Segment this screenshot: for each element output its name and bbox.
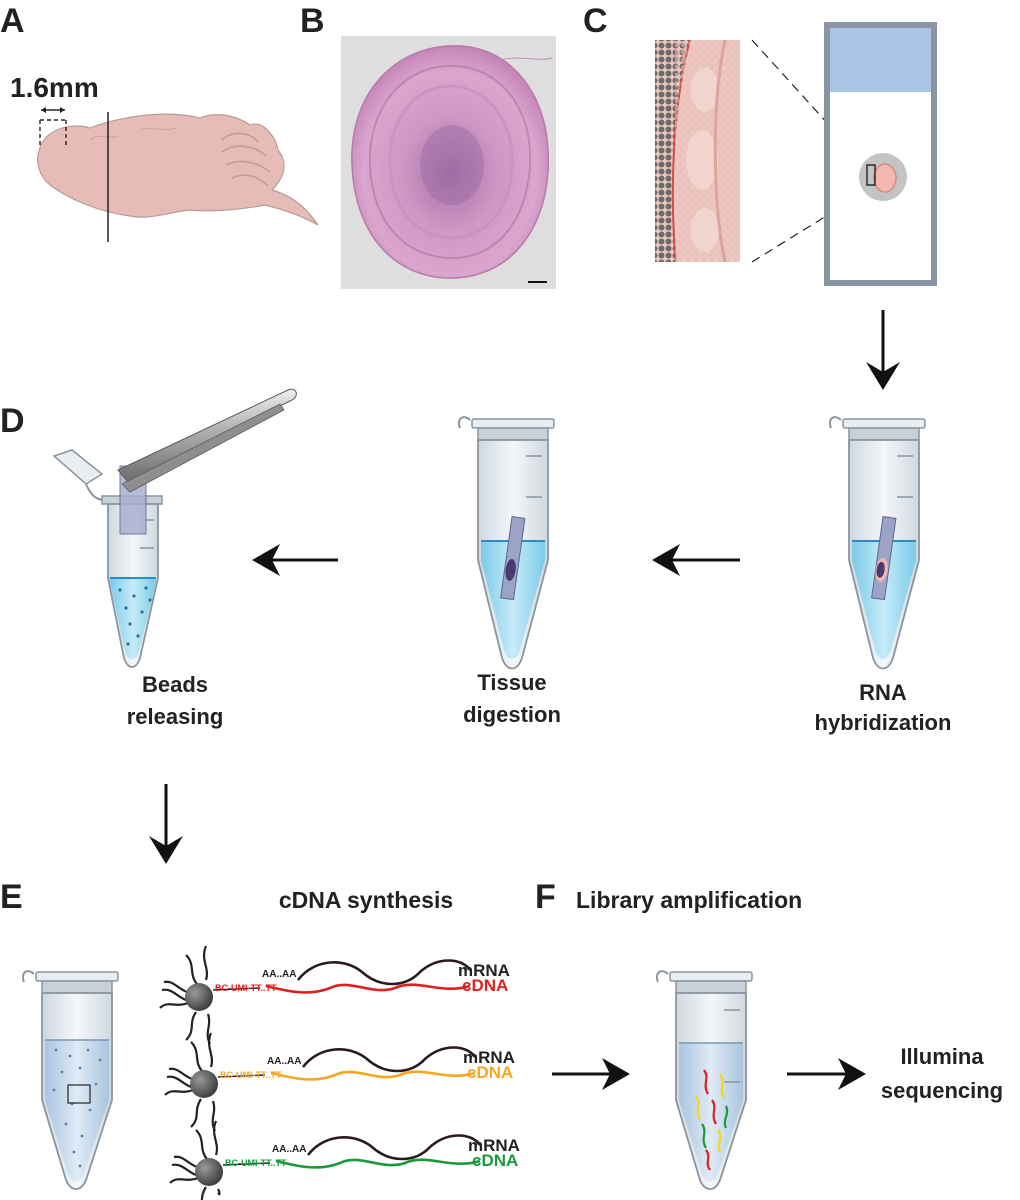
arrow-left-rna-to-tissue xyxy=(652,544,740,576)
arrow-down-d xyxy=(149,784,183,864)
barcode-label: BC-UMI-TT..TT xyxy=(225,1158,287,1168)
polya-label: AA..AA xyxy=(272,1144,306,1155)
mrna-strand xyxy=(296,959,472,986)
arrow-right-e-to-f xyxy=(552,1058,630,1090)
header-cdna-synthesis: cDNA synthesis xyxy=(279,887,453,913)
barcode-label: BC-UMI-TT..TT xyxy=(220,1070,282,1080)
mrna-label: mRNA xyxy=(463,1048,515,1067)
forceps xyxy=(117,388,297,493)
mrna-label: mRNA xyxy=(468,1136,520,1155)
cdna-strand xyxy=(270,1070,476,1081)
bead-array-zoom xyxy=(655,39,740,263)
mrna-label: mRNA xyxy=(458,961,510,980)
tube-cdna-synthesis xyxy=(22,970,119,1190)
tube-beads-releasing xyxy=(52,449,163,668)
cdna-label: cDNA xyxy=(462,976,508,995)
mrna-strand xyxy=(306,1134,482,1161)
step-beads-line2: releasing xyxy=(127,704,224,729)
brain-sagittal-diagram xyxy=(37,107,319,242)
panel-label-e: E xyxy=(0,878,23,916)
panel-label-a: A xyxy=(0,2,25,40)
sequencing-line1: Illumina xyxy=(900,1044,984,1069)
panel-label-c: C xyxy=(583,2,608,40)
polya-label: AA..AA xyxy=(262,969,296,980)
cdna-strand xyxy=(275,1158,481,1169)
capture-row-3: AA..AA BC-UMI-TT..TT mRNA cDNA xyxy=(169,1120,520,1200)
tissue-section-image xyxy=(341,36,556,289)
header-library-amplification: Library amplification xyxy=(576,887,802,913)
step-tissue-line2: digestion xyxy=(463,702,561,727)
distance-label: 1.6mm xyxy=(10,72,99,103)
arrow-down-c xyxy=(866,310,900,390)
sequencing-line2: sequencing xyxy=(881,1078,1003,1103)
cdna-label: cDNA xyxy=(472,1151,518,1170)
step-beads-line1: Beads xyxy=(142,672,208,697)
step-tissue-line1: Tissue xyxy=(477,670,546,695)
cdna-label: cDNA xyxy=(467,1063,513,1082)
arrow-right-f-to-seq xyxy=(787,1058,866,1090)
slide-label-area xyxy=(830,28,931,92)
panel-label-d: D xyxy=(0,402,25,440)
barcode-label: BC-UMI-TT..TT xyxy=(215,983,277,993)
tube-tissue-digestion xyxy=(458,416,555,670)
panel-label-f: F xyxy=(535,878,556,916)
polya-label: AA..AA xyxy=(267,1056,301,1067)
step-rna-line2: hybridization xyxy=(815,710,952,735)
arrow-left-tissue-to-beads xyxy=(252,544,338,576)
capture-row-1: AA..AA BC-UMI-TT..TT mRNA cDNA xyxy=(159,945,510,1045)
cdna-strand xyxy=(265,983,471,994)
capture-row-2: AA..AA BC-UMI-TT..TT mRNA cDNA xyxy=(164,1032,515,1132)
tube-rna-hybridization xyxy=(829,416,926,670)
step-rna-line1: RNA xyxy=(859,680,907,705)
tube-library-amplification xyxy=(656,970,753,1190)
mrna-strand xyxy=(301,1046,477,1073)
glass-slide xyxy=(824,22,937,286)
panel-label-b: B xyxy=(300,2,325,40)
